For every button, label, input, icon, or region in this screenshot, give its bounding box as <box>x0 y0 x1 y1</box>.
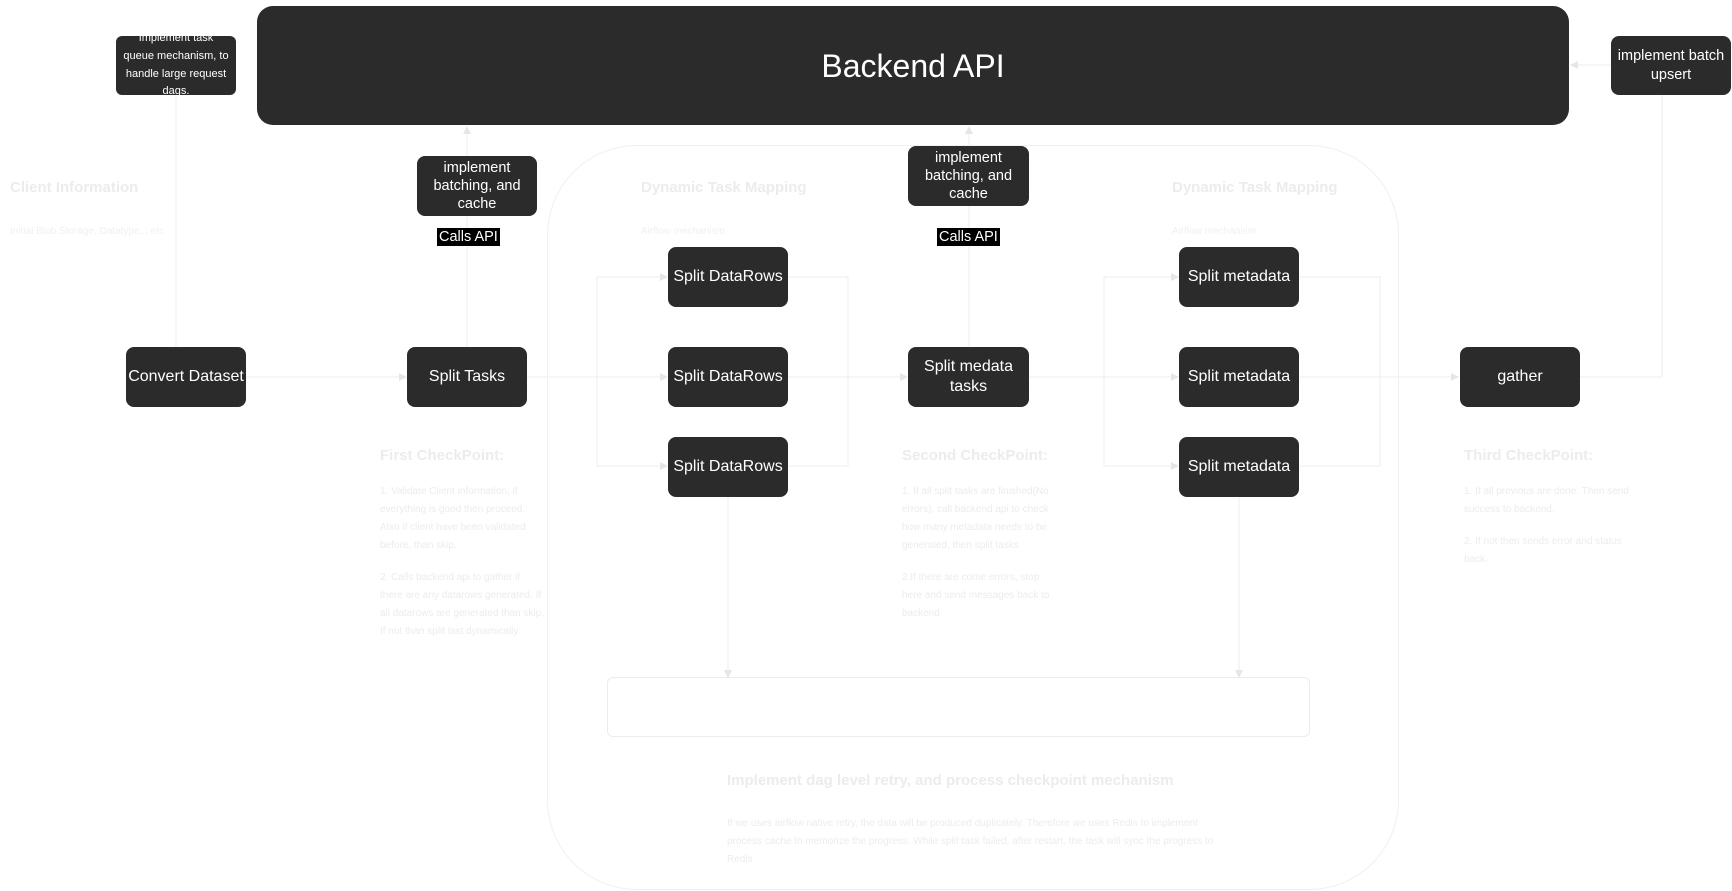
split-datarows-node-1: Split DataRows <box>668 247 788 307</box>
split-metadata-node-2: Split metadata <box>1179 347 1299 407</box>
edge-gather-to-api <box>1570 61 1663 378</box>
third-checkpoint-text: 1. If all previous are done. Then send s… <box>1464 486 1629 565</box>
task-queue-note: Implement task queue mechanism, to handl… <box>116 32 236 97</box>
fan-datarows-right <box>788 276 849 467</box>
client-info-subtitle: Initial Blob Storage, Datatype... etc <box>10 226 164 237</box>
dynamic-mapping-panel <box>547 145 1399 890</box>
retry-bar <box>607 677 1310 737</box>
backend-api-box: Backend API <box>257 6 1569 125</box>
split-metadata-node-1: Split metadata <box>1179 247 1299 307</box>
first-checkpoint-title: First CheckPoint: <box>380 447 505 464</box>
split-datarows-node-3: Split DataRows <box>668 437 788 497</box>
dynamic-mapping-title-2: Dynamic Task Mapping <box>1172 179 1338 196</box>
third-checkpoint-title: Third CheckPoint: <box>1464 447 1594 464</box>
dynamic-mapping-subtitle-1: Airflow mechanism <box>641 226 725 237</box>
convert-dataset-node: Convert Dataset <box>126 347 246 407</box>
backend-api-label: Backend API <box>821 47 1005 84</box>
dynamic-mapping-subtitle-2: Airflow mechanism <box>1172 226 1256 237</box>
batch-upsert-note: implement batch upsert <box>1611 36 1731 95</box>
dynamic-mapping-title-1: Dynamic Task Mapping <box>641 179 807 196</box>
split-datarows-node-2: Split DataRows <box>668 347 788 407</box>
calls-api-label-1: Calls API <box>437 228 500 246</box>
calls-api-label-2: Calls API <box>937 228 1000 246</box>
second-checkpoint-text: 1. If all split tasks are finished(No er… <box>902 486 1050 619</box>
second-checkpoint-title: Second CheckPoint: <box>902 447 1048 464</box>
split-medata-tasks-node: Split medata tasks <box>908 347 1029 407</box>
split-metadata-node-3: Split metadata <box>1179 437 1299 497</box>
retry-text: If we uses airflow native retry, the dat… <box>727 818 1214 865</box>
client-info-title: Client Information <box>10 179 139 196</box>
retry-title: Implement dag level retry, and process c… <box>727 772 1174 789</box>
gather-node: gather <box>1460 347 1580 407</box>
batching-cache-note-2: implement batching, and cache <box>908 146 1029 206</box>
split-tasks-node: Split Tasks <box>407 347 527 407</box>
batching-cache-note-1: implement batching, and cache <box>417 156 537 216</box>
fan-metadata-right <box>1300 276 1381 467</box>
first-checkpoint-text: 1. Validate Client information, if every… <box>380 486 544 637</box>
